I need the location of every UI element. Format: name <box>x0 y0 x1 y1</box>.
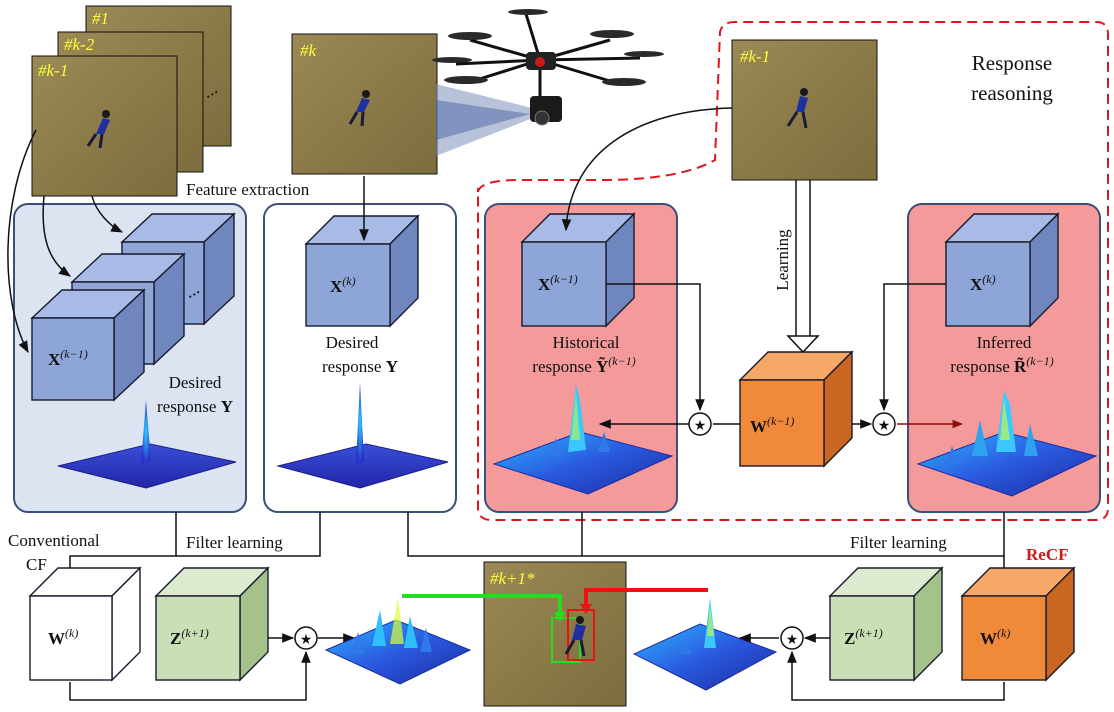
filter-learning-label-right: Filter learning <box>850 533 947 552</box>
frame-label-k-plus-1: #k+1* <box>490 569 535 588</box>
cube-w-k-conv: W(k) <box>48 626 78 648</box>
desired-response-label-left-2: response Y <box>157 397 233 416</box>
cube-w-k-1: W(k−1) <box>750 414 794 436</box>
feature-extraction-label: Feature extraction <box>186 180 310 199</box>
filter-cube-w-k-recf <box>960 566 1076 682</box>
learning-label: Learning <box>773 229 792 291</box>
frame-label-k-1-right: #k-1 <box>740 47 770 66</box>
red-pointer-arrow <box>584 588 708 606</box>
correlation-op-bottom-left: ★ <box>294 626 318 650</box>
cube-w-k-recf: W(k) <box>980 626 1010 648</box>
drone-image <box>432 9 664 156</box>
cube-x-k-inf: X(k) <box>970 272 996 294</box>
arrow-w-to-op-left <box>69 650 311 701</box>
recf-label: ReCF <box>1026 545 1068 564</box>
desired-response-surface-mid <box>276 382 449 489</box>
inferred-label-2: response R̃(k−1) <box>950 354 1053 376</box>
response-map-conventional <box>324 598 472 685</box>
learning-arrow <box>786 180 820 354</box>
frame-label-1: #1 <box>92 9 109 28</box>
response-reasoning-region <box>477 21 1109 521</box>
green-pointer-arrow <box>402 594 562 614</box>
historical-label-2: response Ỹ(k−1) <box>532 354 635 376</box>
correlation-op-historical: ★ <box>688 412 712 436</box>
conventional-cf-label-2: CF <box>26 555 47 574</box>
response-reasoning-label-1: Response <box>972 51 1053 75</box>
svg-text:★: ★ <box>694 419 707 434</box>
frame-k-1-right: #k-1 <box>731 39 878 181</box>
filter-learning-label-left: Filter learning <box>186 533 283 552</box>
correlation-op-bottom-right: ★ <box>780 626 804 650</box>
frame-label-k-1-left: #k-1 <box>38 61 68 80</box>
response-map-recf <box>632 598 778 691</box>
cube-z-right: Z(k+1) <box>844 626 883 648</box>
frame-label-k: #k <box>300 41 317 60</box>
frame-k-plus-1: #k+1* <box>483 561 627 707</box>
feature-cube-x-k <box>304 214 420 328</box>
recf-box <box>567 609 595 661</box>
feature-cube-x-k-inf <box>944 212 1060 328</box>
feature-cube-x-k-1-hist <box>520 212 636 328</box>
filter-cube-w-k-1 <box>738 350 854 468</box>
search-cube-z-left <box>154 566 270 682</box>
frame-stack: #1 #k-2 #k-1 ... <box>31 5 232 197</box>
historical-response-surface <box>492 384 674 495</box>
cube-z-left: Z(k+1) <box>170 626 209 648</box>
desired-response-label-mid-2: response Y <box>322 357 398 376</box>
correlation-op-inferred: ★ <box>872 412 896 436</box>
desired-response-label-left-1: Desired <box>169 373 222 392</box>
person-figure-left <box>86 110 110 149</box>
frame-label-k-2: #k-2 <box>64 35 95 54</box>
cube-x-k-1-hist: X(k−1) <box>538 272 578 294</box>
search-cube-z-right <box>828 566 944 682</box>
svg-text:★: ★ <box>300 633 313 648</box>
inferred-response-surface <box>916 390 1098 497</box>
filter-cube-w-k-conventional <box>28 566 142 682</box>
connector-arrows <box>7 107 964 429</box>
desired-response-surface-left <box>57 400 237 489</box>
response-reasoning-label-2: reasoning <box>971 81 1053 105</box>
cube-x-k-mid: X(k) <box>330 274 356 296</box>
svg-text:★: ★ <box>878 419 891 434</box>
svg-text:★: ★ <box>786 633 799 648</box>
arrow-w-to-op-right <box>787 650 1005 701</box>
frame-k: #k <box>291 33 438 175</box>
conventional-cf-label-1: Conventional <box>8 531 100 550</box>
inferred-label-1: Inferred <box>977 333 1032 352</box>
cube-x-k-1-left: X(k−1) <box>48 347 88 369</box>
desired-response-label-mid-1: Desired <box>326 333 379 352</box>
feature-cube-stack: ... <box>30 212 236 402</box>
historical-label-1: Historical <box>552 333 619 352</box>
